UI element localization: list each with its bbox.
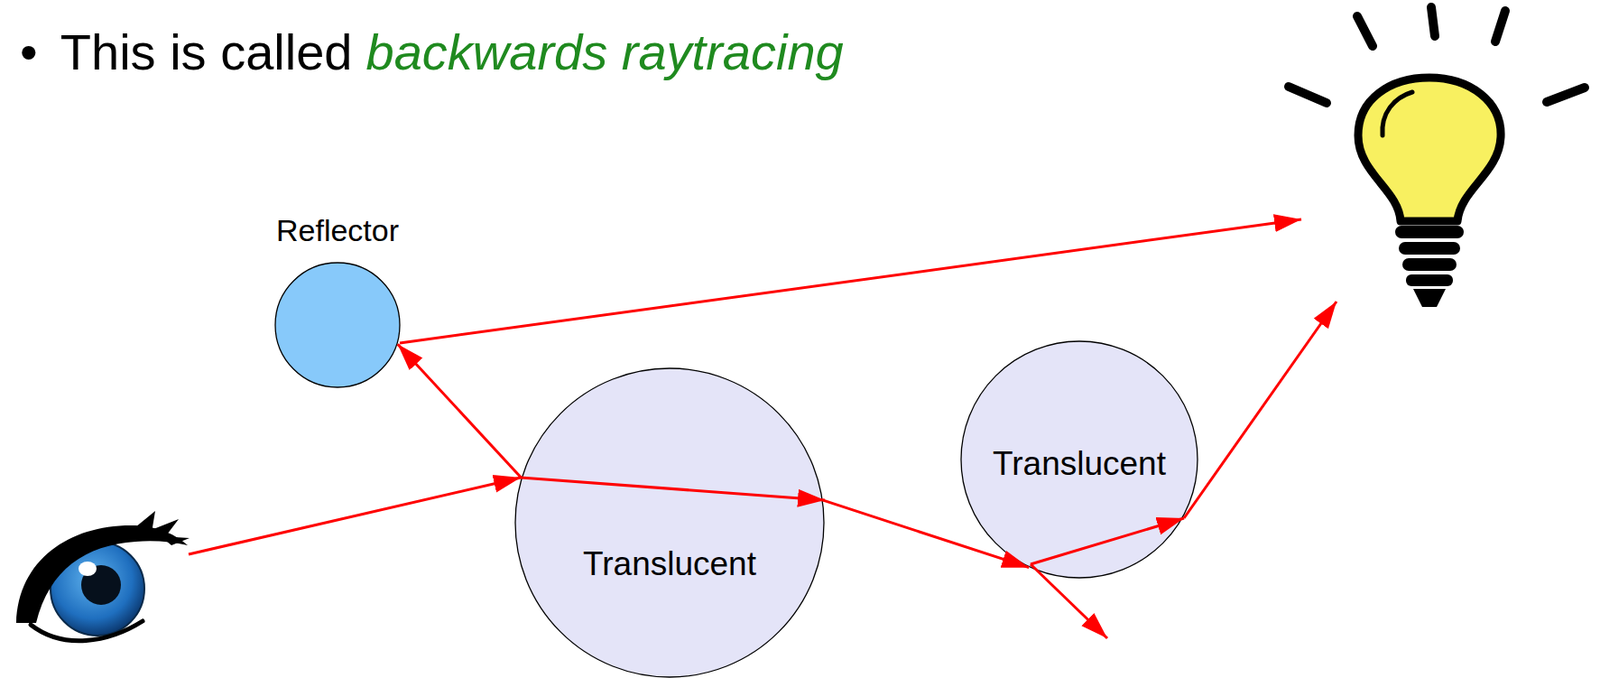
circle-outline: [514, 367, 825, 678]
node-heading: Reflector: [276, 213, 399, 248]
reflector-sphere: Reflector: [274, 261, 401, 389]
eye-icon: [16, 510, 190, 641]
circle-shape: [961, 341, 1198, 578]
eye-lashes: [135, 510, 190, 546]
title-text: This is called: [60, 23, 353, 81]
light-bulb-icon: [1288, 7, 1585, 307]
reflected-ray: [399, 219, 1302, 343]
circle-shape: [275, 262, 400, 388]
eye-ray: [188, 477, 521, 555]
node-label: Translucent: [992, 445, 1166, 483]
light-ray: [1183, 301, 1337, 518]
title-line: • This is calledbackwards raytracing: [19, 23, 844, 82]
circle-shape: [515, 368, 824, 677]
eye-highlight: [78, 561, 97, 576]
eye-upper-lid: [16, 525, 188, 623]
node-label: Translucent: [582, 545, 757, 583]
eye-lower-lid: [30, 620, 143, 641]
translucent-sphere: Translucent: [960, 340, 1199, 579]
bulb-highlight: [1382, 92, 1413, 136]
light-ray: [397, 343, 522, 478]
bulb-glass: [1358, 77, 1501, 222]
translucent-sphere: Translucent: [514, 367, 825, 678]
circle-outline: [274, 261, 401, 389]
title-emphasis: backwards raytracing: [366, 23, 844, 81]
bullet: •: [19, 23, 38, 81]
bulb-base: [1395, 225, 1464, 307]
